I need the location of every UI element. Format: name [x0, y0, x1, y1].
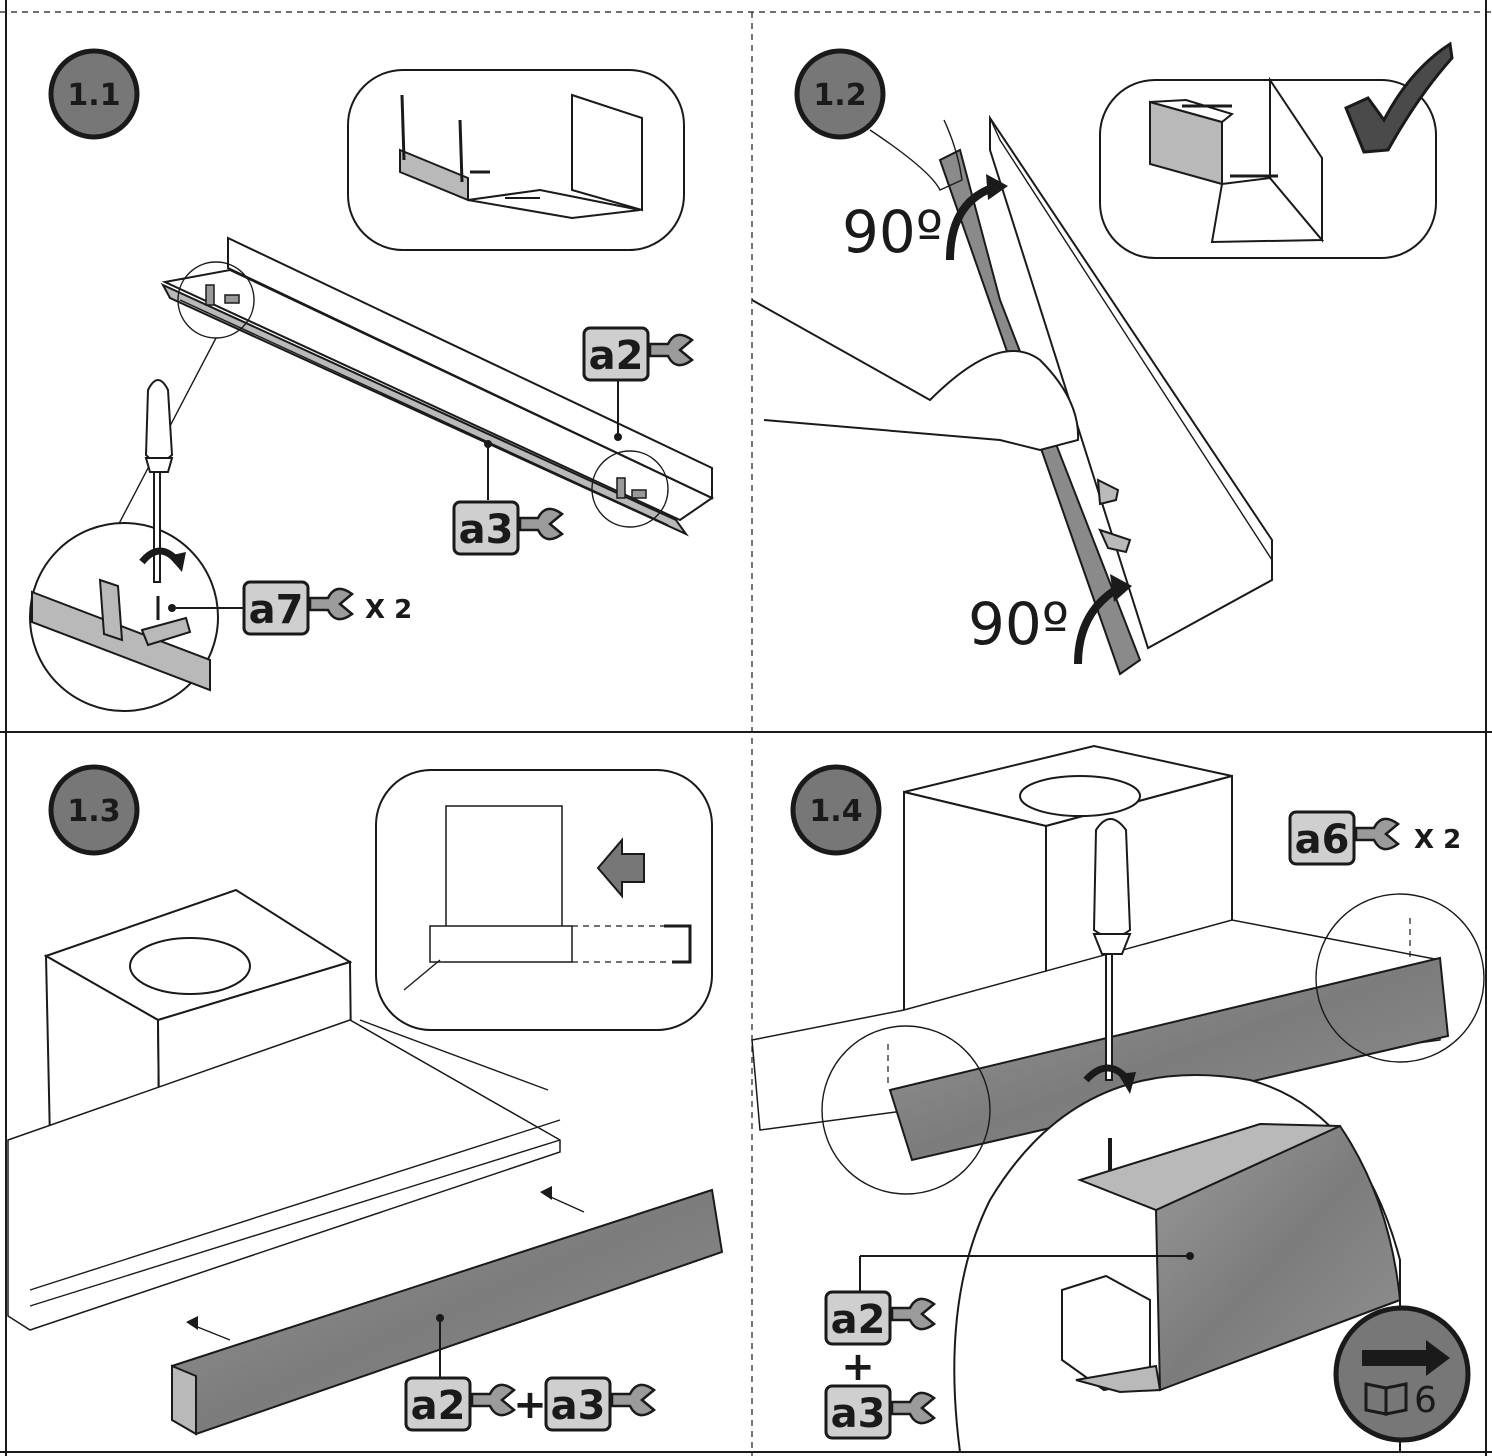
quantity-label: X 2	[1414, 825, 1461, 855]
step-1-4-channel	[821, 893, 1485, 1195]
step-1-1-inset	[347, 69, 685, 251]
part-tag-a2: a2	[404, 1376, 517, 1432]
step-1-3-badge: 1.3	[48, 764, 140, 856]
step-1-4-label: 1.4	[809, 794, 862, 829]
step-1-1-badge: 1.1	[48, 48, 140, 140]
plus-sign: +	[513, 1382, 547, 1428]
svg-text:a2: a2	[411, 1383, 466, 1429]
part-tag-a2: a2	[824, 1290, 937, 1346]
step-1-1-panel: 1.1	[29, 48, 714, 712]
step-1-3-inset	[375, 769, 713, 1031]
step-1-2-badge: 1.2	[794, 48, 886, 140]
hand-illustration	[751, 119, 1080, 452]
plus-sign: +	[841, 1344, 875, 1390]
part-tag-a6: a6 X 2	[1288, 810, 1461, 866]
next-page-badge[interactable]: 6	[1333, 1305, 1471, 1443]
step-1-4-panel: 1.4	[751, 744, 1485, 1453]
step-1-2-label: 1.2	[813, 78, 866, 113]
screw-icon	[156, 596, 244, 620]
step-1-3-panel: 1.3	[7, 764, 724, 1436]
part-tag-a3: a3	[544, 1376, 657, 1432]
part-tag-a3: a3	[824, 1384, 937, 1440]
svg-text:a7: a7	[249, 587, 304, 633]
wrench-icon	[518, 507, 565, 541]
next-arrow-icon	[1362, 1340, 1450, 1376]
part-tag-a3: a3	[452, 500, 565, 556]
step-1-1-label: 1.1	[67, 78, 120, 113]
step-1-2-panel: 1.2	[751, 41, 1454, 676]
svg-text:a2: a2	[589, 333, 644, 379]
quantity-label: X 2	[365, 595, 412, 625]
hood-body	[751, 744, 1441, 1131]
svg-text:a3: a3	[551, 1383, 606, 1429]
wrench-icon	[648, 333, 695, 367]
step-1-2-inset	[1099, 76, 1437, 259]
part-tag-a2: a2	[582, 326, 695, 382]
rotate-arrow-icon	[1083, 1064, 1136, 1094]
checkmark-icon	[1344, 41, 1454, 154]
step-1-3-label: 1.3	[67, 794, 120, 829]
step-1-4-badge: 1.4	[790, 764, 882, 856]
svg-text:a3: a3	[831, 1391, 886, 1437]
hood-body	[7, 888, 561, 1331]
svg-text:a3: a3	[459, 507, 514, 553]
wrench-icon	[1354, 817, 1401, 851]
step-1-4-zoom	[859, 1074, 1402, 1453]
manual-book-icon	[1364, 1382, 1408, 1416]
left-arrow-icon	[596, 837, 645, 899]
svg-text:a6: a6	[1295, 817, 1350, 863]
angle-label-bottom: 90º	[968, 590, 1069, 658]
step-1-1-zoom	[29, 522, 219, 712]
rotate-arrow-icon	[946, 174, 1132, 665]
step-1-3-channel	[170, 1186, 724, 1436]
rotate-arrow-icon	[139, 547, 186, 572]
angle-label-top: 90º	[842, 198, 943, 266]
next-page-number: 6	[1414, 1380, 1437, 1421]
wrench-icon	[890, 1297, 937, 1331]
screwdriver-icon	[1092, 818, 1132, 1081]
wrench-icon	[890, 1391, 937, 1425]
wrench-icon	[308, 587, 355, 621]
step-1-1-channel	[99, 236, 714, 561]
wrench-icon	[470, 1383, 517, 1417]
part-tag-a7: a7 X 2	[242, 580, 412, 636]
wrench-icon	[610, 1383, 657, 1417]
svg-text:a2: a2	[831, 1297, 886, 1343]
screwdriver-icon	[144, 379, 174, 583]
